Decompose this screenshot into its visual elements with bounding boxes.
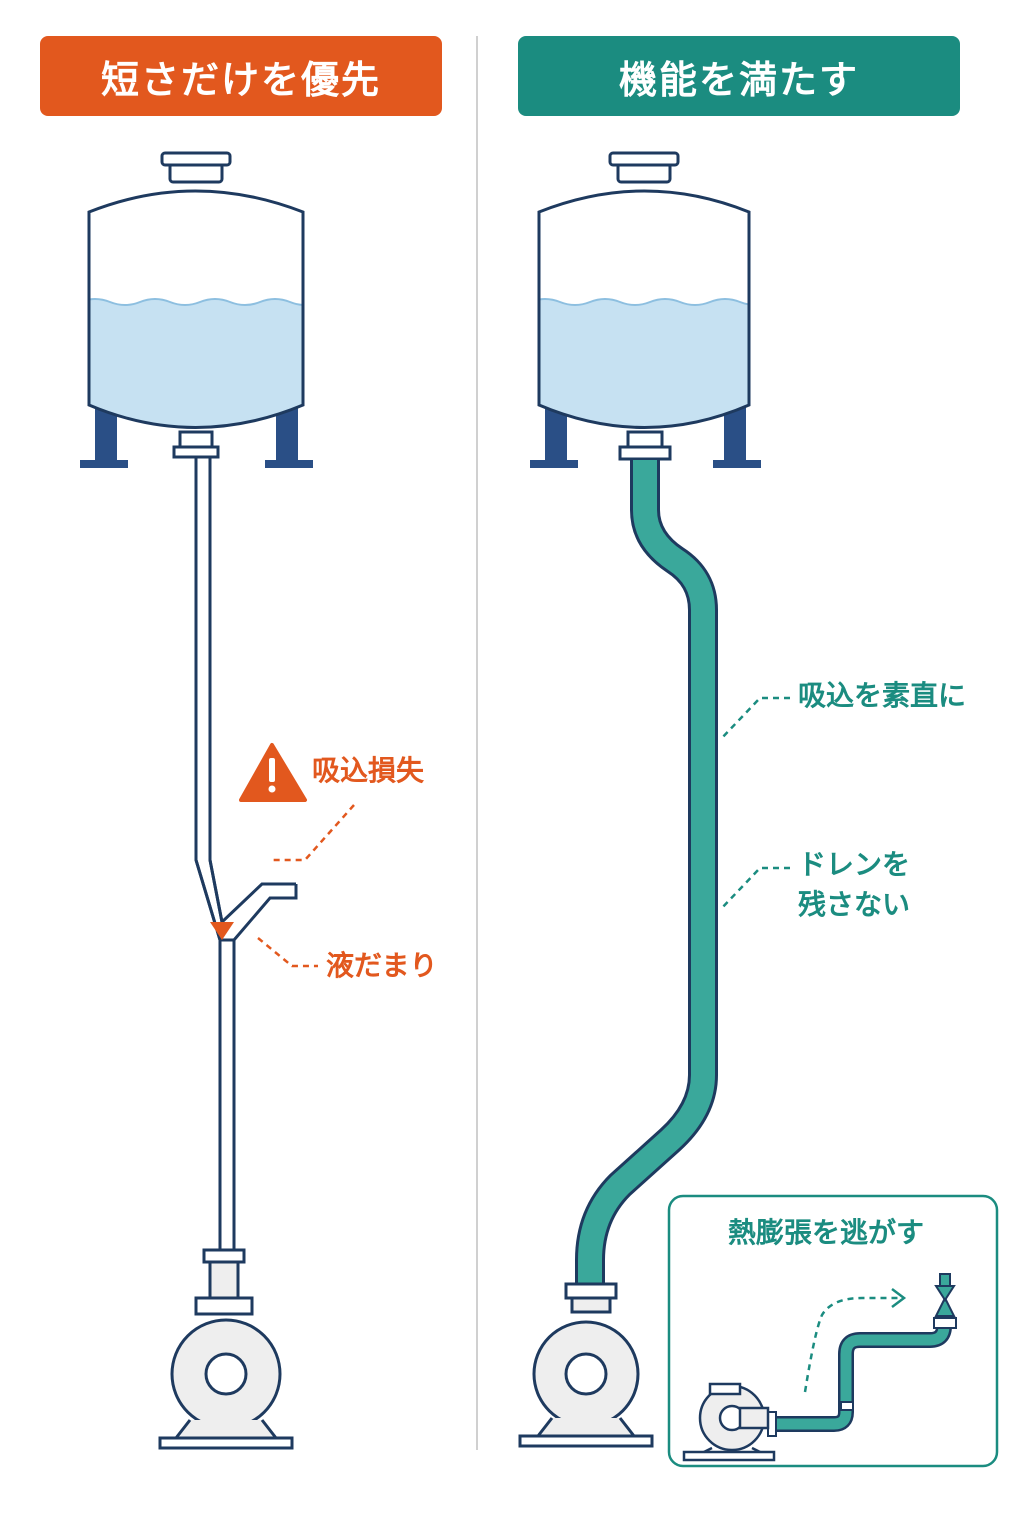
thermal-inset <box>667 1194 999 1468</box>
liquid-pocket <box>210 922 234 940</box>
arrow-icon <box>803 1296 898 1393</box>
drain-label-line2: 残さない <box>798 888 911 921</box>
drain-leader <box>719 866 790 911</box>
right-header: 機能を満たす <box>518 36 960 116</box>
left-pump <box>158 1248 294 1450</box>
straight-label: 吸込を素直に <box>798 679 967 712</box>
right-teal-pipe <box>575 460 718 1285</box>
right-tank <box>530 151 761 468</box>
drain-label-line1: ドレンを <box>798 848 911 881</box>
pocket-label: 液だまり <box>326 949 438 982</box>
thermal-label: 熱膨張を逃がす <box>728 1216 925 1249</box>
pocket-leader <box>257 937 318 968</box>
warning-label: 吸込損失 <box>312 754 425 787</box>
right-pump <box>518 1282 654 1448</box>
left-thin-pipe <box>194 457 298 1252</box>
warning-icon <box>239 743 307 802</box>
relief-valve-icon <box>933 1273 957 1329</box>
warning-leader <box>272 804 355 862</box>
left-header: 短さだけを優先 <box>40 36 442 116</box>
left-tank <box>80 151 313 468</box>
straight-leader <box>719 696 790 741</box>
